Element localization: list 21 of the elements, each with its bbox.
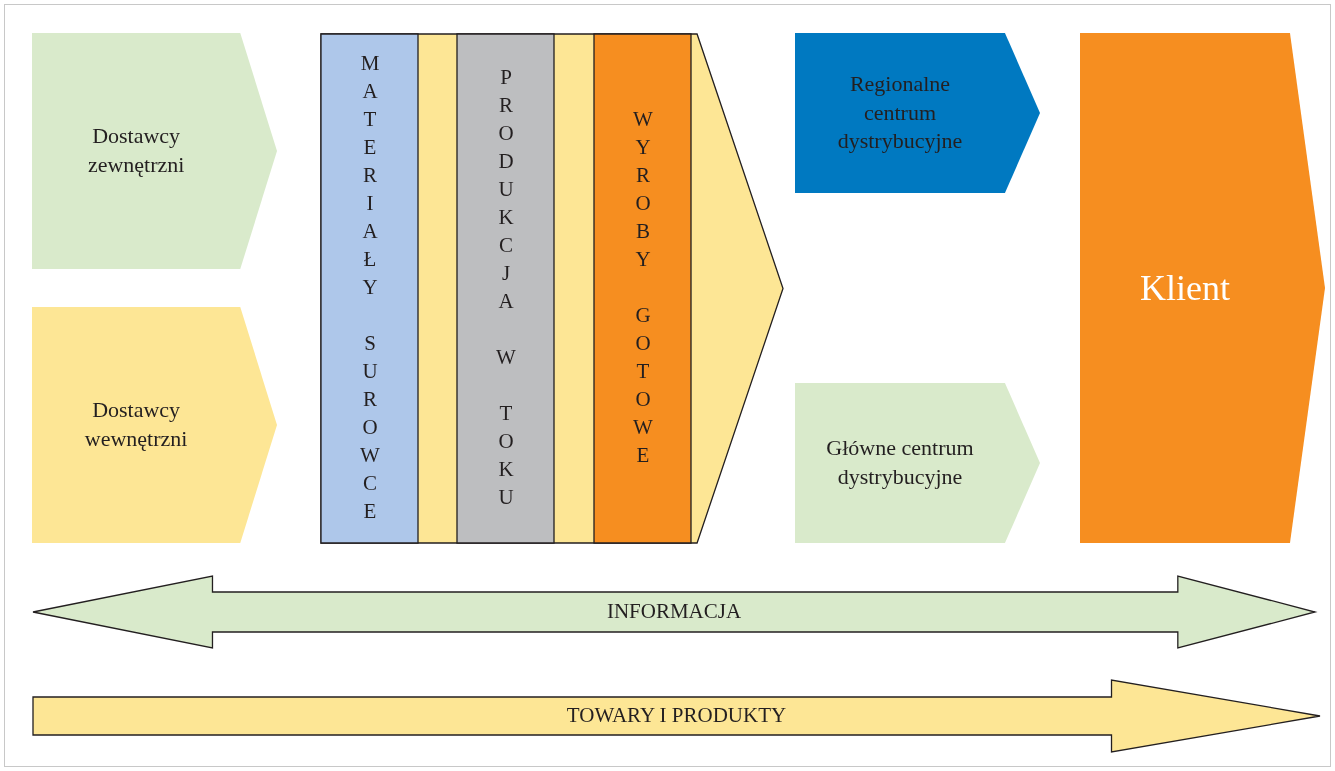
- goods-banner: [33, 680, 1320, 752]
- customer-tile: [1080, 33, 1325, 543]
- supplier-tile: [32, 33, 277, 269]
- node-label: Główne centrum dystrybucyjne: [825, 434, 975, 491]
- supplier-tile: [32, 307, 277, 543]
- vertical-label: WYROBY GOTOWE: [632, 106, 653, 471]
- node-label: Dostawcy wewnętrzni: [83, 396, 189, 453]
- node-label: TOWARY I PRODUKTY: [565, 702, 788, 730]
- node-label: Klient: [1139, 266, 1231, 310]
- node-label: INFORMACJA: [605, 598, 743, 626]
- stage-column: [457, 34, 554, 543]
- node-label: Regionalne centrum dystrybucyjne: [836, 70, 964, 156]
- stage-column: [594, 34, 691, 543]
- vertical-label: MATERIAŁY SUROWCE: [359, 50, 380, 527]
- node-label: Dostawcy zewnętrzni: [86, 122, 186, 179]
- stage-column: [321, 34, 418, 543]
- vertical-label: PRODUKCJA W TOKU: [495, 64, 516, 513]
- distribution-tile: [795, 33, 1040, 193]
- distribution-tile: [795, 383, 1040, 543]
- process-panel: [321, 34, 783, 543]
- information-banner: [33, 576, 1315, 648]
